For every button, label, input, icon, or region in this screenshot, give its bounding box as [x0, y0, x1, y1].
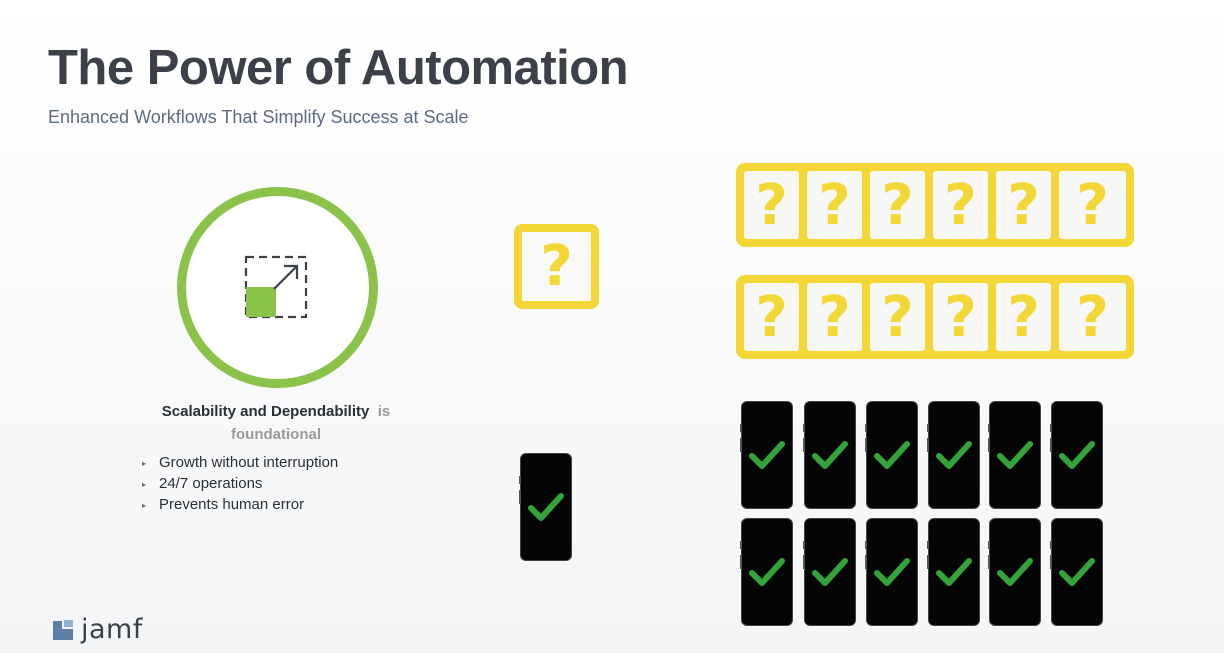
question-mark-icon: ? — [996, 171, 1051, 239]
question-mark-icon: ? — [744, 283, 799, 351]
phone-icon — [740, 401, 793, 509]
scale-up-icon — [244, 255, 308, 319]
checkmark-icon — [874, 558, 910, 586]
checkmark-icon — [936, 441, 972, 469]
feature-bold-label: Scalability and Dependability — [161, 403, 370, 420]
list-item: ▸Growth without interruption — [142, 452, 338, 473]
feature-bullets: ▸Growth without interruption ▸24/7 opera… — [142, 452, 338, 515]
checkmark-icon — [997, 441, 1033, 469]
checkmark-icon — [749, 441, 785, 469]
phone-icon — [927, 518, 980, 626]
phone-icon — [1050, 518, 1103, 626]
question-mark-icon: ? — [933, 283, 988, 351]
checkmark-icon — [749, 558, 785, 586]
question-mark-icon: ? — [870, 171, 925, 239]
question-mark-icon: ? — [744, 171, 799, 239]
list-item: ▸Prevents human error — [142, 494, 338, 515]
feature-caption: Scalability and Dependability is foundat… — [140, 400, 412, 446]
phone-icon — [740, 518, 793, 626]
question-mark-icon: ? — [807, 171, 862, 239]
slide-title: The Power of Automation — [48, 41, 629, 95]
question-mark-icon: ? — [1059, 283, 1126, 351]
question-box-row: ?????? — [736, 163, 1134, 247]
bullet-marker-icon: ▸ — [142, 500, 147, 510]
phone-icon — [927, 401, 980, 509]
question-mark-icon: ? — [933, 171, 988, 239]
slide-subtitle: Enhanced Workflows That Simplify Success… — [48, 107, 469, 127]
question-mark-icon: ? — [1059, 171, 1126, 239]
checkmark-icon — [528, 493, 564, 521]
feature-tail: foundational — [231, 426, 321, 443]
question-mark-icon: ? — [807, 283, 862, 351]
question-mark-icon: ? — [870, 283, 925, 351]
feature-connector: is — [377, 403, 391, 420]
checkmark-icon — [812, 441, 848, 469]
checkmark-icon — [874, 441, 910, 469]
bullet-marker-icon: ▸ — [142, 458, 147, 468]
question-box-row: ?????? — [736, 275, 1134, 359]
bullet-marker-icon: ▸ — [142, 479, 147, 489]
phone-icon — [1050, 401, 1103, 509]
jamf-logo-icon — [53, 619, 73, 640]
phone-icon — [865, 401, 918, 509]
phone-icon — [865, 518, 918, 626]
phone-icon — [519, 453, 572, 561]
checkmark-icon — [1059, 441, 1095, 469]
question-mark-icon: ? — [996, 283, 1051, 351]
list-item: ▸24/7 operations — [142, 473, 338, 494]
phone-icon — [803, 518, 856, 626]
jamf-logo: jamf — [51, 614, 143, 645]
checkmark-icon — [936, 558, 972, 586]
checkmark-icon — [812, 558, 848, 586]
phone-icon — [803, 401, 856, 509]
phone-icon — [988, 518, 1041, 626]
logo-text: jamf — [81, 614, 143, 645]
checkmark-icon — [1059, 558, 1095, 586]
phone-icon — [988, 401, 1041, 509]
feature-ring — [177, 187, 378, 388]
question-mark-icon: ? — [514, 224, 599, 309]
checkmark-icon — [997, 558, 1033, 586]
